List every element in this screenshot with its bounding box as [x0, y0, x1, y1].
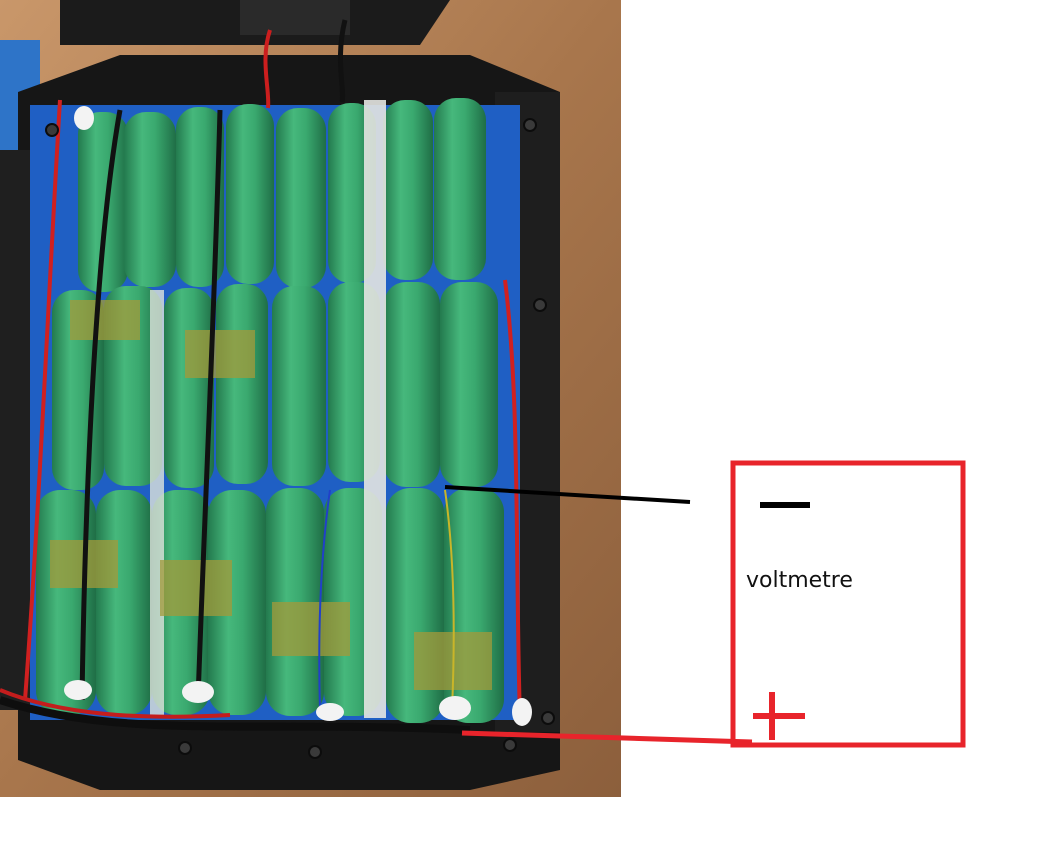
- bottom-red-cable: [0, 688, 231, 719]
- wires: [23, 19, 522, 721]
- voltmeter-label: voltmetre: [746, 568, 853, 593]
- screws: [45, 118, 555, 759]
- cell-row-top: [78, 98, 486, 292]
- battery-pack-photo: [0, 0, 621, 797]
- connector-top: [240, 0, 350, 35]
- hot-glue-blobs: [64, 106, 532, 726]
- voltmeter-box: [730, 460, 966, 748]
- positive-sign-icon: [753, 692, 805, 740]
- bottom-cable: [0, 696, 471, 734]
- white-separator-left: [150, 290, 164, 715]
- white-separator: [364, 100, 386, 718]
